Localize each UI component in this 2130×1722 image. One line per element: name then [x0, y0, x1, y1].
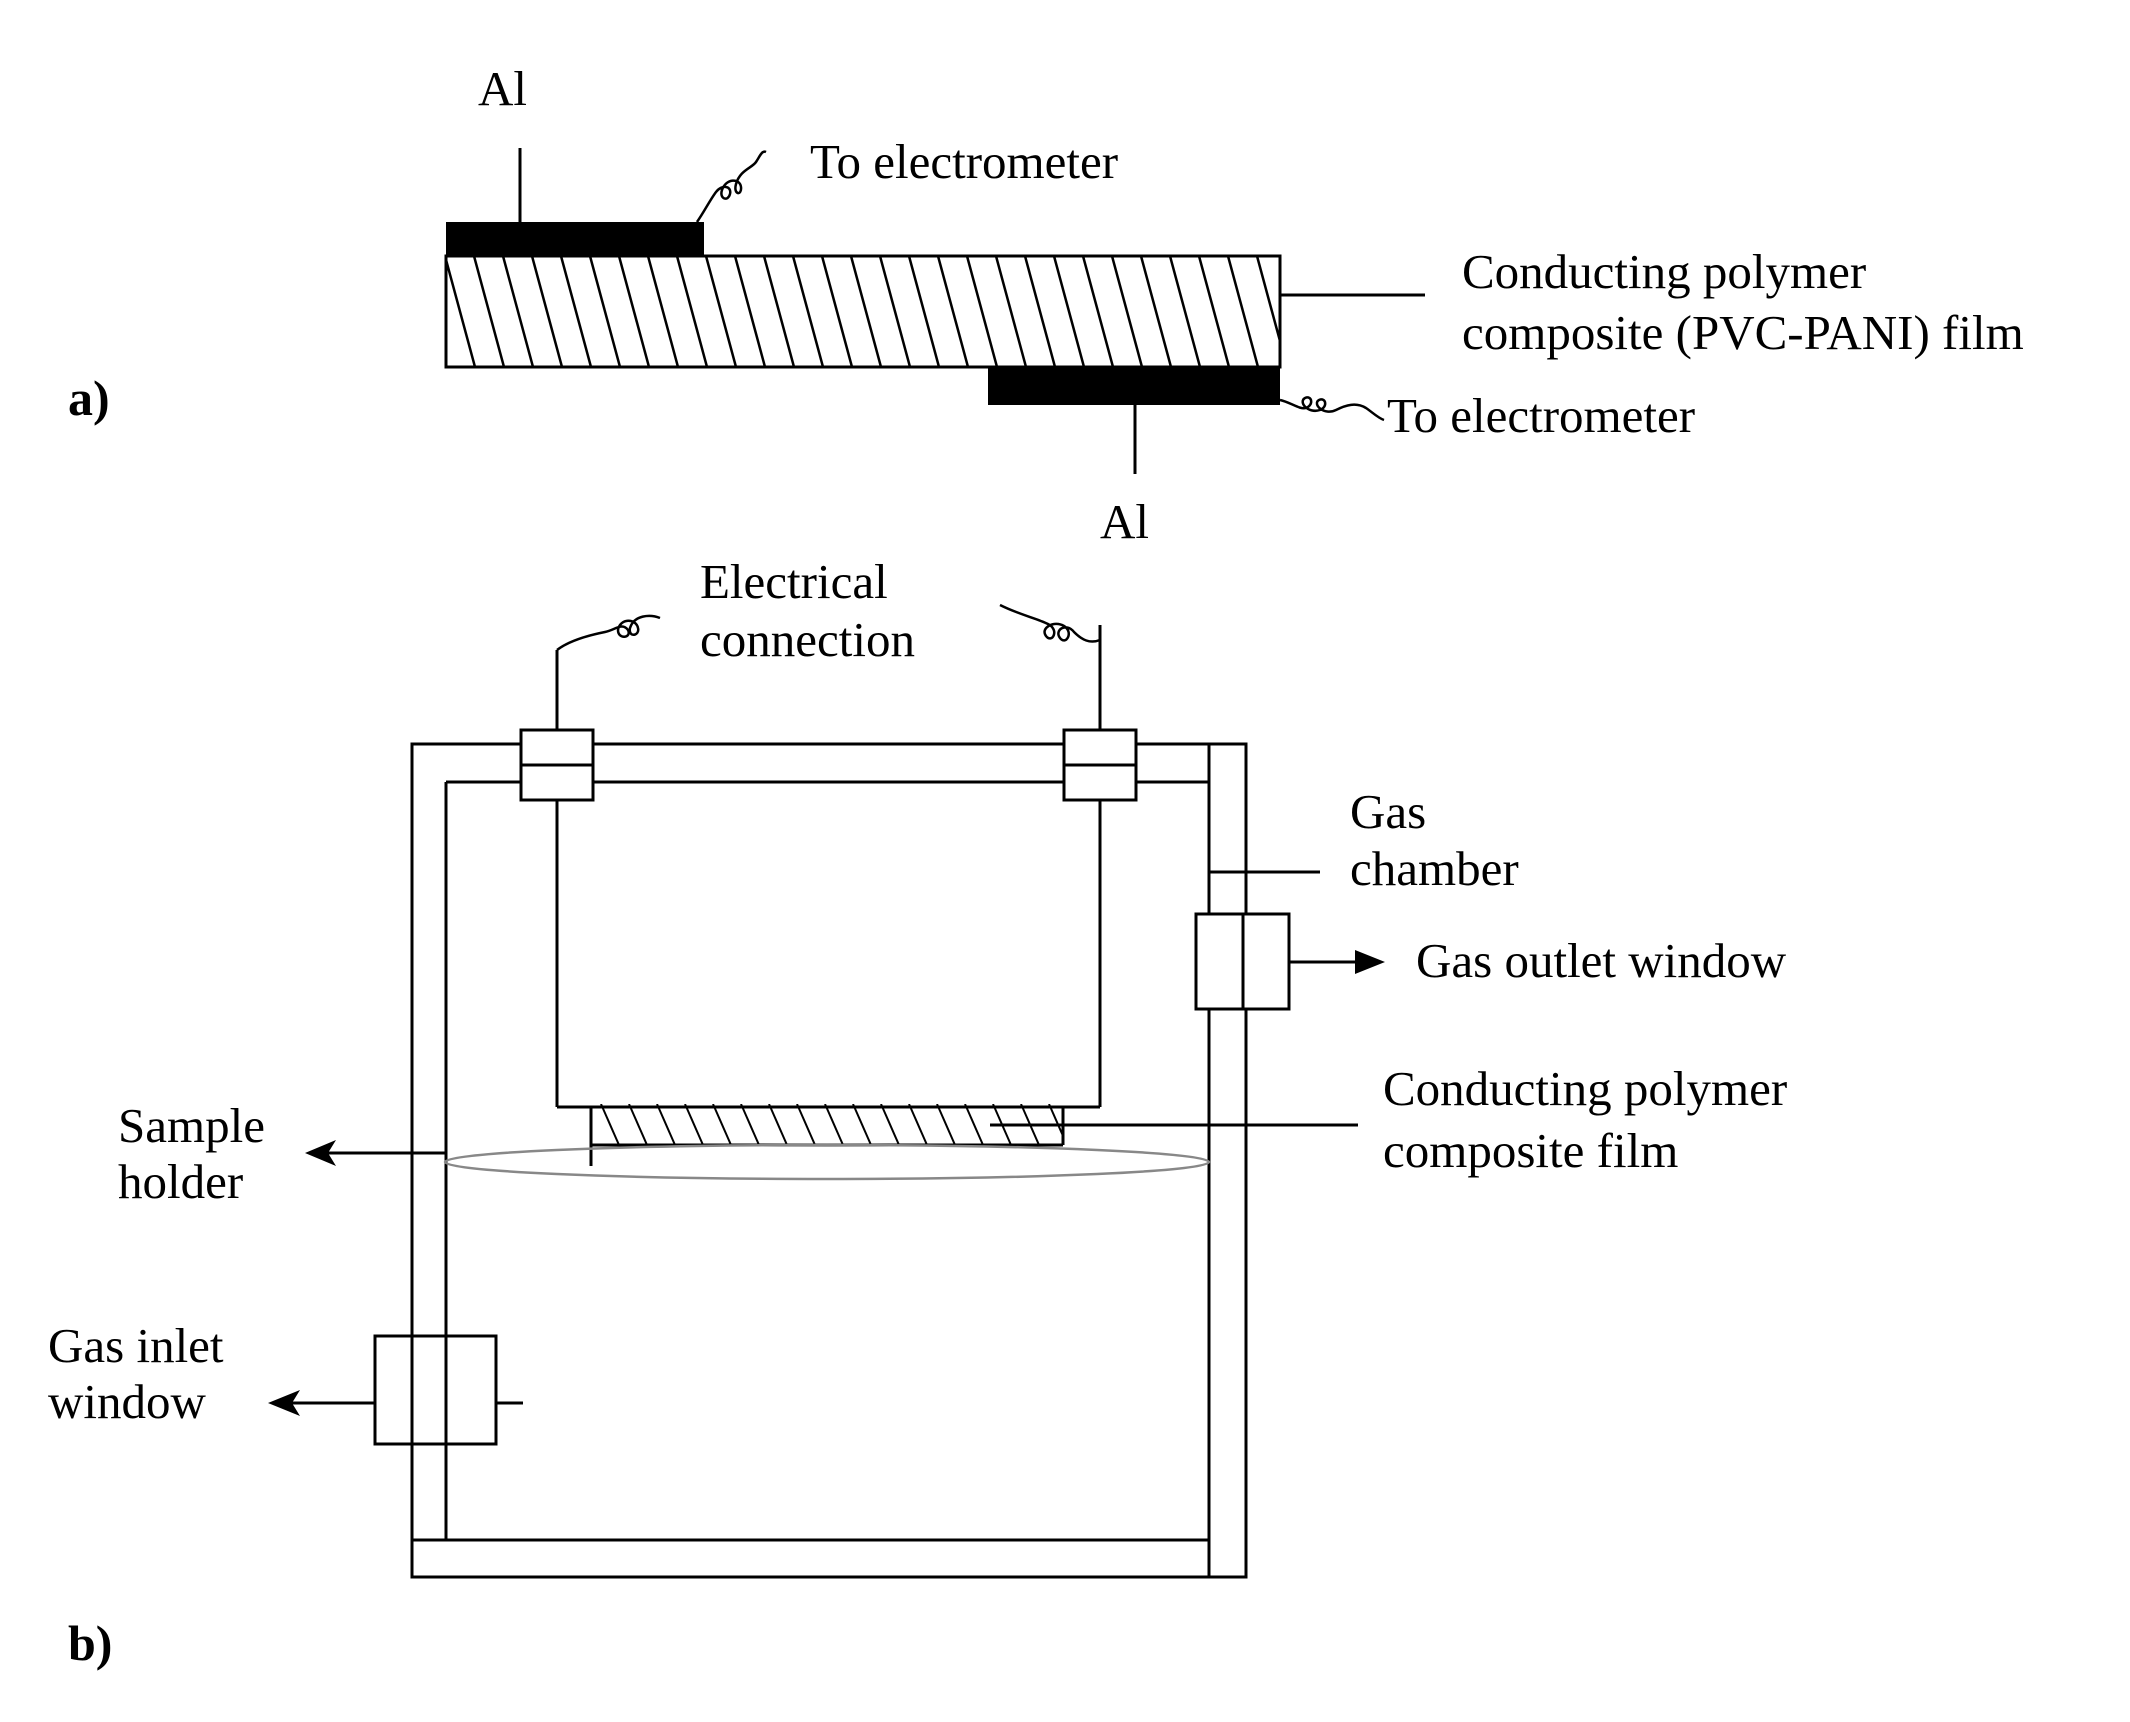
bottom-coil-wire [1279, 396, 1385, 422]
holder-arrow-icon [305, 1140, 336, 1166]
electrical-connection-line2: connection [700, 612, 915, 667]
sample-holder-line2: holder [118, 1154, 243, 1209]
sample-holder-line1: Sample [118, 1098, 265, 1153]
top-al-label: Al [478, 61, 527, 116]
gas-inlet-line1: Gas inlet [48, 1318, 224, 1373]
panel-b-letter: b) [68, 1615, 112, 1671]
panel-a: Al To electrometer Conducting polymer co… [68, 61, 2024, 549]
top-electrometer-label: To electrometer [810, 134, 1118, 189]
gas-chamber-line1: Gas [1350, 784, 1426, 839]
film-b-label-line2: composite film [1383, 1123, 1678, 1178]
right-coil-wire [999, 603, 1101, 643]
panel-a-letter: a) [68, 370, 110, 426]
top-al-electrode [446, 222, 704, 256]
film-b-label-line1: Conducting polymer [1383, 1061, 1787, 1116]
polymer-film-hatched [444, 254, 1282, 369]
bottom-al-label: Al [1100, 494, 1149, 549]
outlet-arrow-icon [1355, 950, 1385, 974]
bottom-al-electrode [988, 367, 1280, 405]
panel-b [268, 603, 1385, 1579]
bottom-electrometer-label: To electrometer [1387, 388, 1695, 443]
film-label-line2: composite (PVC-PANI) film [1462, 305, 2024, 360]
gas-outlet-label: Gas outlet window [1416, 933, 1787, 988]
gas-inlet-window [373, 1334, 523, 1446]
gas-chamber-line2: chamber [1350, 841, 1519, 896]
inlet-arrow-icon [268, 1390, 300, 1416]
chamber-polymer-film [589, 1104, 1065, 1166]
gas-outlet-window [1194, 912, 1291, 1011]
electrical-connection-line1: Electrical [700, 554, 888, 609]
left-coil-wire [556, 614, 661, 652]
sample-holder-disk [443, 1143, 1211, 1181]
left-feedthrough [519, 728, 595, 802]
right-feedthrough [1062, 728, 1138, 802]
film-label-line1: Conducting polymer [1462, 244, 1866, 299]
top-coil-wire [695, 150, 767, 223]
gas-inlet-line2: window [48, 1374, 207, 1429]
chamber-outer-wall [410, 742, 1248, 1579]
